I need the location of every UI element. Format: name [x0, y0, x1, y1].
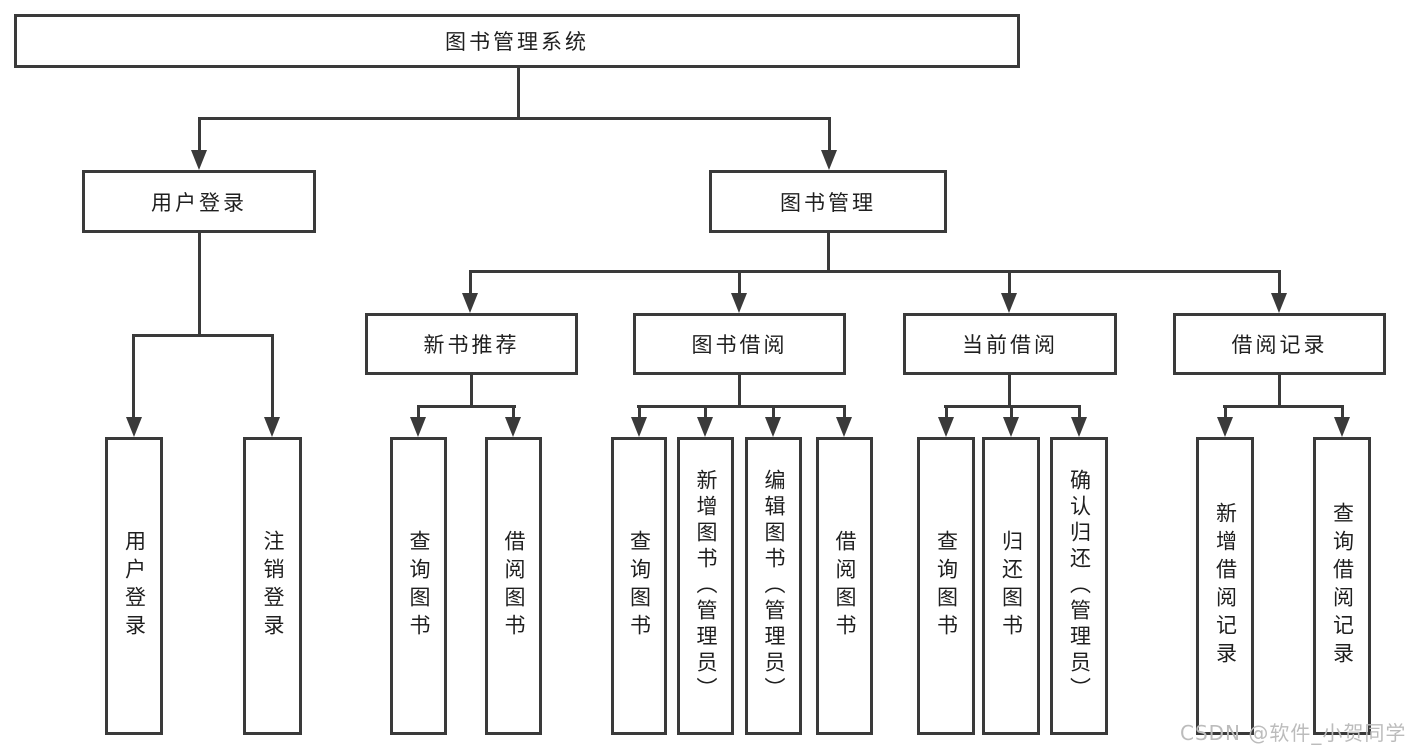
leaf-borrow-add-admin-label: 新增图书（管理员） — [694, 469, 718, 703]
leaf-current-return: 归还图书 — [982, 437, 1040, 735]
node-book-borrow: 图书借阅 — [633, 313, 846, 375]
leaf-current-confirm-admin-label: 确认归还（管理员） — [1067, 469, 1092, 703]
connector-newbook-rail — [417, 405, 516, 408]
leaf-newbook-borrow: 借阅图书 — [485, 437, 542, 735]
leaf-borrow-borrow-label: 借阅图书 — [833, 530, 857, 642]
connector-section-drop — [1278, 270, 1281, 295]
arrowhead-down-icon — [126, 417, 142, 437]
leaf-record-add: 新增借阅记录 — [1196, 437, 1254, 735]
leaf-record-query: 查询借阅记录 — [1313, 437, 1371, 735]
connector-record-stem — [1278, 375, 1281, 407]
connector-user-login-drop — [198, 117, 201, 153]
connector-leaf-drop — [772, 405, 775, 419]
connector-book-mgmt-drop — [828, 117, 831, 153]
node-book-borrow-label: 图书借阅 — [691, 333, 788, 357]
arrowhead-down-icon — [938, 417, 954, 437]
leaf-logout-label: 注销登录 — [261, 530, 285, 642]
node-borrow-record: 借阅记录 — [1173, 313, 1386, 375]
leaf-record-add-label: 新增借阅记录 — [1213, 502, 1238, 670]
arrowhead-down-icon — [1071, 417, 1087, 437]
node-borrow-record-label: 借阅记录 — [1231, 333, 1328, 357]
connector-user-login-rail — [132, 334, 274, 337]
arrowhead-down-icon — [191, 150, 207, 170]
leaf-current-return-label: 归还图书 — [999, 530, 1024, 642]
connector-leaf-drop — [1010, 405, 1013, 419]
node-new-book-recommend-label: 新书推荐 — [423, 333, 520, 357]
connector-leaf-drop — [417, 405, 420, 419]
node-user-login: 用户登录 — [82, 170, 316, 233]
connector-root-stem — [517, 68, 520, 120]
arrowhead-down-icon — [410, 417, 426, 437]
arrowhead-down-icon — [505, 417, 521, 437]
node-current-borrow-label: 当前借阅 — [962, 333, 1058, 357]
leaf-user-login-label: 用户登录 — [122, 530, 147, 642]
arrowhead-down-icon — [821, 150, 837, 170]
arrowhead-down-icon — [1217, 417, 1233, 437]
connector-leaf-drop — [132, 334, 135, 419]
leaf-borrow-add-admin: 新增图书（管理员） — [677, 437, 734, 735]
leaf-borrow-edit-admin: 编辑图书（管理员） — [745, 437, 802, 735]
leaf-current-query-label: 查询图书 — [934, 530, 959, 642]
arrowhead-down-icon — [697, 417, 713, 437]
connector-newbook-stem — [470, 375, 473, 407]
connector-user-login-stem — [198, 233, 201, 337]
leaf-current-query: 查询图书 — [917, 437, 975, 735]
leaf-borrow-edit-admin-label: 编辑图书（管理员） — [762, 469, 786, 703]
connector-record-rail — [1223, 405, 1344, 408]
connector-leaf-drop — [512, 405, 515, 419]
connector-leaf-drop — [945, 405, 948, 419]
leaf-record-query-label: 查询借阅记录 — [1330, 502, 1355, 670]
connector-section-drop — [738, 270, 741, 295]
connector-leaf-drop — [271, 334, 274, 419]
node-user-login-label: 用户登录 — [151, 190, 247, 215]
connector-borrow-rail — [637, 405, 846, 408]
connector-leaf-drop — [704, 405, 707, 419]
leaf-newbook-borrow-label: 借阅图书 — [502, 530, 526, 642]
arrowhead-down-icon — [731, 293, 747, 313]
leaf-borrow-query-label: 查询图书 — [627, 530, 652, 642]
leaf-current-confirm-admin: 确认归还（管理员） — [1050, 437, 1108, 735]
connector-section-drop — [1008, 270, 1011, 295]
node-root-label: 图书管理系统 — [445, 30, 589, 54]
arrowhead-down-icon — [264, 417, 280, 437]
connector-leaf-drop — [1078, 405, 1081, 419]
node-book-management: 图书管理 — [709, 170, 947, 233]
leaf-borrow-query: 查询图书 — [611, 437, 667, 735]
arrowhead-down-icon — [836, 417, 852, 437]
connector-current-stem — [1008, 375, 1011, 407]
leaf-logout: 注销登录 — [243, 437, 302, 735]
arrowhead-down-icon — [1271, 293, 1287, 313]
arrowhead-down-icon — [1334, 417, 1350, 437]
csdn-watermark: CSDN @软件_小贺同学 — [1180, 721, 1405, 745]
connector-section-drop — [469, 270, 472, 295]
arrowhead-down-icon — [765, 417, 781, 437]
connector-leaf-drop — [843, 405, 846, 419]
arrowhead-down-icon — [1003, 417, 1019, 437]
node-current-borrow: 当前借阅 — [903, 313, 1117, 375]
node-book-management-label: 图书管理 — [780, 190, 876, 215]
connector-leaf-drop — [1224, 405, 1227, 419]
node-root: 图书管理系统 — [14, 14, 1020, 68]
arrowhead-down-icon — [462, 293, 478, 313]
arrowhead-down-icon — [631, 417, 647, 437]
connector-borrow-stem — [738, 375, 741, 407]
connector-leaf-drop — [638, 405, 641, 419]
leaf-borrow-borrow: 借阅图书 — [816, 437, 873, 735]
connector-leaf-drop — [1341, 405, 1344, 419]
connector-level3-rail — [469, 270, 1281, 273]
leaf-user-login: 用户登录 — [105, 437, 163, 735]
leaf-newbook-query-label: 查询图书 — [407, 530, 431, 642]
connector-book-mgmt-stem — [827, 233, 830, 273]
node-new-book-recommend: 新书推荐 — [365, 313, 578, 375]
connector-level1-rail — [198, 117, 831, 120]
arrowhead-down-icon — [1001, 293, 1017, 313]
leaf-newbook-query: 查询图书 — [390, 437, 447, 735]
